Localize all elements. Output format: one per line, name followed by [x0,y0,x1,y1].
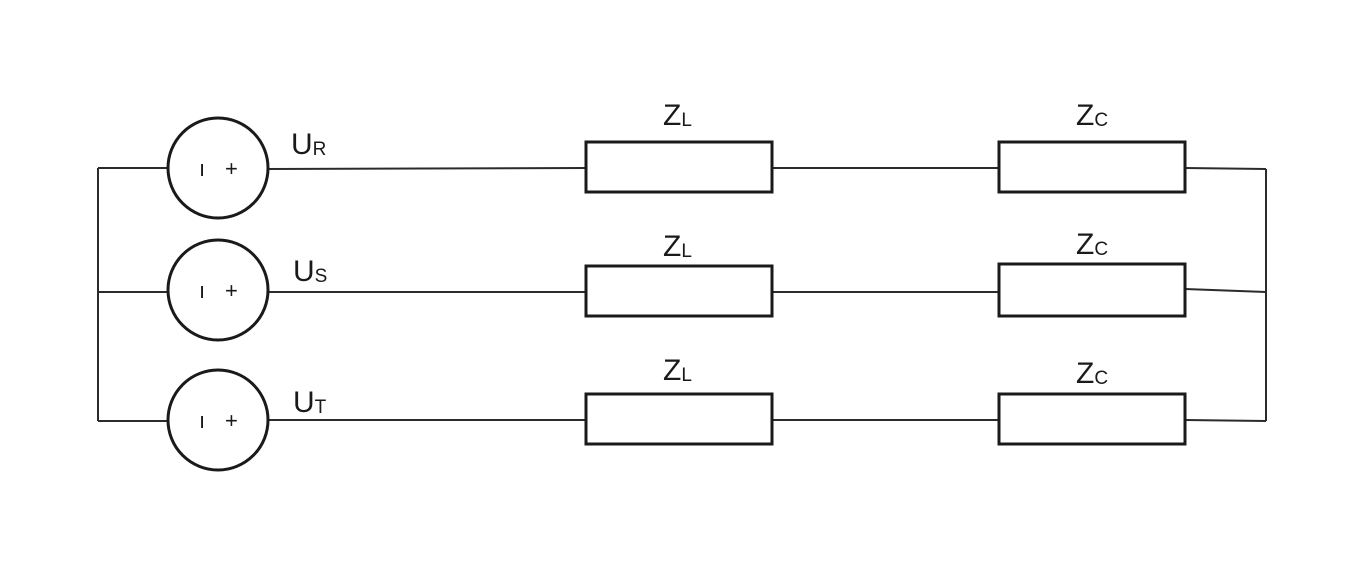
impedance-zc-r-label: ZC [1076,99,1108,132]
wire-zc-to-bus-r [1184,167,1267,170]
source-t-plus: + [225,408,238,433]
impedance-zl-r-label: ZL [663,99,692,132]
phase-row-s: ı + US ZL ZC [98,228,1267,342]
voltage-source-t [166,368,270,472]
source-t-label: UT [293,386,327,419]
wire-source-to-zl-r [267,167,587,170]
impedance-zc-t [997,392,1187,446]
source-t-minus: ı [199,408,205,433]
source-s-plus: + [225,278,238,303]
impedance-zl-r [584,140,774,194]
source-s-label: US [293,255,327,288]
voltage-source-s [166,238,270,342]
source-s-minus: ı [199,278,205,303]
source-r-plus: + [225,156,238,181]
voltage-source-r [166,116,270,220]
impedance-zl-t-label: ZL [663,354,692,387]
impedance-zc-r [997,140,1187,194]
source-r-minus: ı [199,156,205,181]
phase-row-r: ı + UR ZL ZC [98,99,1267,220]
phase-row-t: ı + UT ZL ZC [98,354,1267,472]
source-r-label: UR [291,128,326,161]
impedance-zl-t [584,392,774,446]
wire-zc-to-bus-s [1184,288,1267,293]
impedance-zl-s-label: ZL [663,230,692,263]
impedance-zc-t-label: ZC [1076,357,1108,390]
impedance-zl-s [584,264,774,318]
impedance-zc-s-label: ZC [1076,228,1108,261]
wire-zc-to-bus-t [1184,419,1267,422]
impedance-zc-s [997,262,1187,318]
